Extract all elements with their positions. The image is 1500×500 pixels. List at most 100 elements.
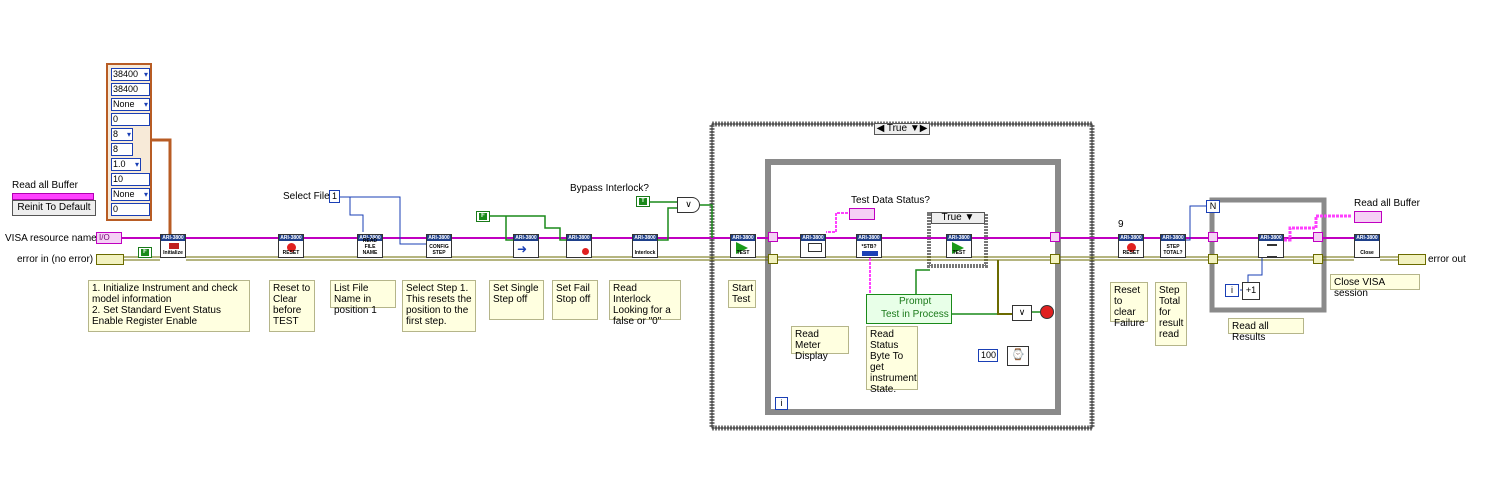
read-meter-subvi[interactable]: ARI-3800 bbox=[800, 234, 826, 258]
step-total-subvi[interactable]: ARI-3800 STEP TOTAL? bbox=[1160, 234, 1186, 258]
while-loop[interactable] bbox=[765, 159, 1061, 415]
stop-sign-icon bbox=[287, 243, 296, 252]
initialize-subvi[interactable]: ARI-3800 Initialize bbox=[160, 234, 186, 258]
arrow-right-icon: ➜ bbox=[517, 242, 528, 256]
select-file-label: Select File bbox=[283, 191, 330, 202]
reinit-to-default-button[interactable]: Reinit To Default bbox=[12, 200, 96, 216]
loop-iteration-terminal[interactable]: i bbox=[1225, 284, 1239, 297]
error-wire bbox=[124, 256, 1398, 261]
stop-condition-icon[interactable] bbox=[1040, 305, 1054, 319]
reset-2-subvi[interactable]: ARI-3800 RESET bbox=[1118, 234, 1144, 258]
parity-value[interactable]: 0 bbox=[111, 113, 150, 126]
results-wire bbox=[1284, 214, 1352, 242]
read-all-results-comment: Read all Results bbox=[1228, 318, 1304, 343]
test-data-status-label: Test Data Status? bbox=[851, 195, 930, 206]
read-file-name-subvi[interactable]: ARI-3800 READ FILE NAME bbox=[357, 234, 383, 258]
step-total-wire bbox=[1186, 205, 1206, 241]
prompt-label: Prompt bbox=[899, 296, 932, 307]
step-index-wire bbox=[350, 196, 426, 245]
fail-stop-icon bbox=[582, 248, 589, 255]
stop-bits-value[interactable]: 10 bbox=[111, 173, 150, 186]
visa-shift-register-right bbox=[1050, 232, 1060, 242]
select-step-comment: Select Step 1. This resets the position … bbox=[402, 280, 476, 332]
init-icon bbox=[169, 243, 179, 249]
merge-errors-icon[interactable]: ∨ bbox=[1012, 305, 1032, 321]
error-in-terminal[interactable] bbox=[96, 254, 124, 265]
flow-control-value[interactable]: 0 bbox=[111, 203, 150, 216]
constant-9[interactable]: 9 bbox=[1118, 219, 1124, 230]
read-status-comment: Read Status Byte To get instrument State… bbox=[866, 326, 918, 395]
flow-control-ring[interactable]: None bbox=[111, 188, 150, 201]
for-loop-visa-register-right bbox=[1313, 232, 1323, 242]
bypass-interlock-label: Bypass Interlock? bbox=[570, 183, 649, 194]
error-shift-register-left bbox=[768, 254, 778, 264]
false-wire bbox=[490, 215, 566, 241]
or-function-icon[interactable]: ∨ bbox=[677, 197, 700, 213]
baud-rate-value[interactable]: 38400 bbox=[111, 83, 150, 96]
read-all-buffer-label: Read all Buffer bbox=[12, 180, 78, 191]
close-visa-comment: Close VISA session bbox=[1330, 274, 1420, 299]
test-data-status-indicator[interactable] bbox=[849, 208, 875, 220]
fail-stop-subvi[interactable]: ARI-3800 bbox=[566, 234, 592, 258]
bypass-interlock-constant[interactable]: T bbox=[636, 196, 650, 207]
read-all-buffer-right-label: Read all Buffer bbox=[1354, 198, 1420, 209]
error-shift-register-right bbox=[1050, 254, 1060, 264]
list-file-comment: List File Name in position 1 bbox=[330, 280, 396, 316]
interlock-wire bbox=[658, 207, 677, 241]
play-icon bbox=[736, 242, 748, 254]
stop-sign-icon bbox=[1127, 243, 1136, 252]
interlock-subvi[interactable]: ARI-3800 Interlock bbox=[632, 234, 658, 258]
inner-case-selector[interactable]: True ▼ bbox=[931, 212, 985, 224]
data-bits-value[interactable]: 8 bbox=[111, 143, 133, 156]
data-bits-ring[interactable]: 8 bbox=[111, 128, 133, 141]
select-file-constant[interactable]: 1 bbox=[329, 190, 340, 203]
or-out-wire bbox=[698, 204, 713, 238]
increment-icon[interactable]: +1 bbox=[1242, 282, 1260, 300]
read-all-buffer-terminal[interactable] bbox=[1354, 211, 1382, 223]
case-bool-wire bbox=[915, 269, 930, 296]
meter-icon bbox=[808, 243, 822, 252]
serial-config-wire bbox=[150, 138, 172, 236]
binary-icon bbox=[862, 251, 878, 256]
for-loop-error-register-right bbox=[1313, 254, 1323, 264]
error-out-label: error out bbox=[1428, 254, 1466, 265]
read-results-subvi[interactable]: ARI-3800 bbox=[1258, 234, 1284, 258]
serial-config-cluster[interactable]: 38400 38400 None 0 8 8 1.0 10 None 0 bbox=[106, 63, 152, 221]
fail-stop-comment: Set Fail Stop off bbox=[552, 280, 598, 320]
list-icon bbox=[1267, 244, 1277, 258]
error-in-label: error in (no error) bbox=[17, 254, 94, 265]
wait-ms-constant[interactable]: 100 bbox=[978, 349, 998, 362]
error-out-terminal[interactable] bbox=[1398, 254, 1426, 265]
for-loop-error-register-left bbox=[1208, 254, 1218, 264]
interlock-comment: Read Interlock Looking for a false or "0… bbox=[609, 280, 681, 327]
reset-failure-comment: Reset to clear Failure bbox=[1110, 282, 1148, 329]
test-subvi[interactable]: ARI-3800 TEST bbox=[730, 234, 756, 258]
for-loop-visa-register-left bbox=[1208, 232, 1218, 242]
baud-rate-ring[interactable]: 38400 bbox=[111, 68, 150, 81]
outer-case-selector[interactable]: ◀ True ▼▶ bbox=[874, 123, 930, 135]
parity-ring[interactable]: None bbox=[111, 98, 150, 111]
start-test-comment: Start Test bbox=[728, 280, 756, 308]
init-comment: 1. Initialize Instrument and check model… bbox=[88, 280, 250, 332]
prompt-property-node[interactable]: Prompt Test in Process bbox=[866, 294, 952, 324]
error-to-merge bbox=[997, 260, 1012, 315]
test-inner-subvi[interactable]: ARI-3800 TEST bbox=[946, 234, 972, 258]
config-step-subvi[interactable]: ARI-3800 CONFIG STEP bbox=[426, 234, 452, 258]
visa-resource-terminal[interactable]: I/O bbox=[96, 232, 122, 244]
stop-bits-ring[interactable]: 1.0 bbox=[111, 158, 141, 171]
loop-count-terminal[interactable]: N bbox=[1206, 200, 1220, 213]
stb-subvi[interactable]: ARI-3800 *STB? bbox=[856, 234, 882, 258]
visa-shift-register-left bbox=[768, 232, 778, 242]
prompt-value: Test in Process bbox=[881, 309, 949, 320]
wait-timer-icon[interactable]: ⌚ bbox=[1007, 346, 1029, 366]
read-all-buffer-indicator bbox=[12, 193, 94, 200]
single-step-subvi[interactable]: ARI-3800 ➜ bbox=[513, 234, 539, 258]
false-constant[interactable]: F bbox=[138, 247, 152, 258]
read-meter-comment: Read Meter Display bbox=[791, 326, 849, 362]
reset-subvi[interactable]: ARI-3800 RESET bbox=[278, 234, 304, 258]
while-loop-iteration-terminal: i bbox=[775, 397, 788, 410]
close-subvi[interactable]: ARI-3800 Close bbox=[1354, 234, 1380, 258]
false-constant-2[interactable]: F bbox=[476, 211, 490, 222]
visa-resource-label: VISA resource name bbox=[5, 233, 97, 244]
file-index-wire bbox=[340, 196, 364, 232]
